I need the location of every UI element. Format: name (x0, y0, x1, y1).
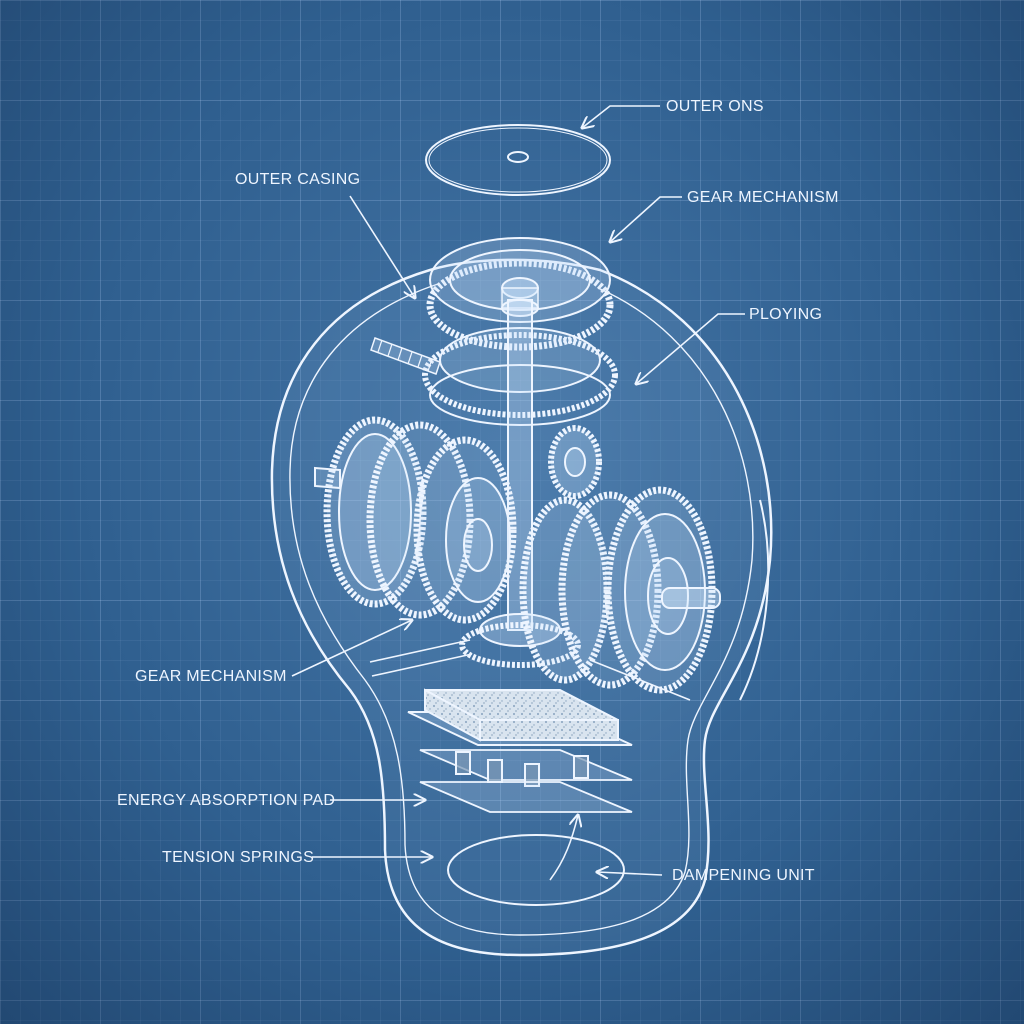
small-pinion (548, 425, 602, 499)
label-gear-mechanism-top: GEAR MECHANISM (687, 189, 839, 206)
left-gear-stack (314, 416, 517, 624)
leader-dampening-unit (597, 872, 663, 875)
leader-gear-mechanism-top (610, 196, 682, 242)
worm-screw (370, 337, 441, 375)
label-gear-mechanism-left: GEAR MECHANISM (135, 668, 287, 685)
central-shaft (459, 299, 581, 668)
label-outer-ons: OUTER ONS (666, 98, 764, 115)
leader-gear-mechanism-left (291, 620, 412, 677)
label-ploying: PLOYING (749, 306, 823, 323)
leader-dampening-unit-up (549, 815, 578, 881)
tension-springs (419, 749, 633, 813)
label-tension-springs: TENSION SPRINGS (162, 849, 315, 866)
label-energy-absorption-pad: ENERGY ABSORPTION PAD (117, 792, 336, 809)
guide-rails (369, 639, 691, 701)
leader-outer-casing (349, 195, 415, 298)
top-gear (426, 237, 614, 351)
outer-lid (425, 124, 611, 196)
right-gear-stack (519, 486, 721, 694)
energy-absorption-pad (407, 688, 633, 746)
leader-lines (291, 105, 745, 881)
leader-outer-ons (582, 105, 660, 128)
label-dampening-unit: DAMPENING UNIT (672, 867, 815, 884)
label-outer-casing: OUTER CASING (235, 171, 361, 188)
leader-ploying (636, 313, 745, 384)
ring-gear (422, 327, 618, 426)
